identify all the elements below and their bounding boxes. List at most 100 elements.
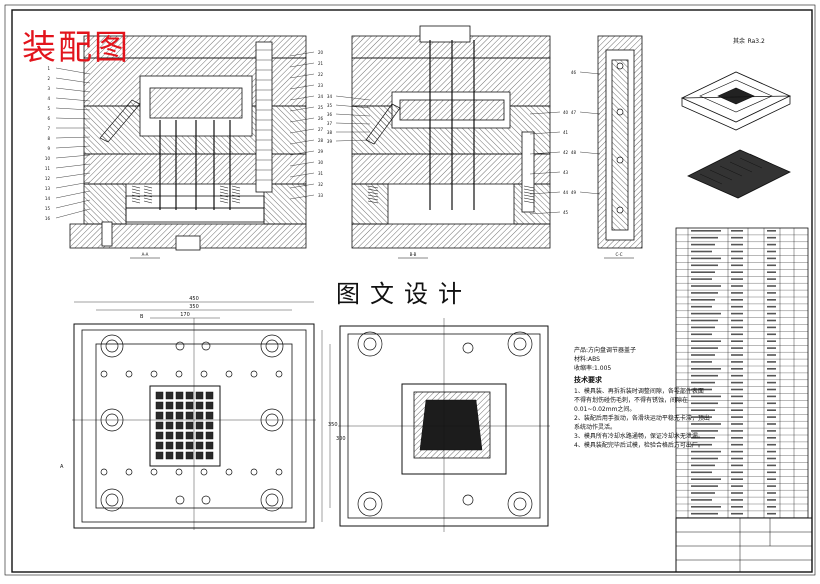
part-number: 41 [563,130,569,135]
bom-cell-mark [691,471,712,474]
part-number: 25 [318,105,324,110]
leader-line [55,97,91,102]
iso-product-window [717,87,755,105]
return-spring [143,185,153,189]
screw-hole [100,468,108,476]
part-number: 23 [318,83,324,88]
bb-spring [367,200,379,204]
leader-line [289,51,315,57]
leader-line [335,113,371,117]
core-insert [149,87,243,119]
cc-hole [616,156,624,164]
bom-cell-mark [691,464,715,467]
bom-cell-mark [731,395,743,398]
return-spring [231,191,241,195]
bom-cell-mark [731,312,743,315]
bom-cell-mark [731,443,743,446]
bom-cell-mark [691,512,718,515]
iso-rib [749,153,773,165]
part-number: 22 [318,72,324,77]
bom-cell-mark [691,250,712,253]
part-number: 46 [571,70,577,75]
screw-hole [200,468,208,476]
part-number: 27 [318,127,324,132]
plan2-bushing [507,491,533,517]
guide-bushing-inner [265,339,279,353]
bom-cell-mark [731,457,743,460]
bom-cell-mark [731,450,743,453]
leader-line [55,154,91,159]
return-spring [231,197,241,201]
part-number: 48 [571,150,577,155]
plan-cavity-cell [185,451,194,460]
bb-spring [367,185,379,189]
plan-cavity-cell [205,431,214,440]
bom-cell-mark [691,478,721,480]
bb-sprue-bushing [419,25,471,43]
iso-product-bottom [687,149,791,199]
leader-line [529,131,561,135]
bom-cell-mark [767,368,776,370]
leader-line [335,104,371,109]
section-label-bb: B-B [410,252,417,257]
plan-cavity-cell [165,431,174,440]
bom-cell-mark [691,278,712,280]
bom-cell-mark [731,230,743,232]
leader-line [335,122,371,125]
bom-cell-mark [767,478,776,480]
bom-cell-mark [691,340,721,342]
return-spring [143,191,153,195]
guide-bushing [100,334,124,358]
bom-cell-mark [767,416,776,418]
product-shrinkage: 收缩率:1.005 [574,365,612,372]
bom-cell-mark [691,409,715,411]
leader-line [55,136,91,139]
plan-cavity-cell [205,451,214,460]
screw-hole [125,370,133,378]
bom-cell-mark [767,485,776,487]
ejector-retainer-plate [125,195,265,209]
bom-cell-mark [691,395,721,398]
part-number: 30 [318,160,324,165]
ejector-plate [125,207,265,223]
bom-cell-mark [691,305,712,308]
bom-cell-mark [731,326,743,329]
iso-rib [739,157,763,169]
plan-cavity-cell [195,401,204,410]
leader-line [55,208,91,219]
bb-spacer-left [351,183,389,225]
plan-cavity-cell [205,411,214,420]
part-number: 40 [563,110,569,115]
bom-cell-mark [691,416,712,418]
leader-line [289,128,315,134]
product-material: 材料:ABS [574,356,600,363]
bom-cell-mark [731,250,743,253]
guide-bushing-inner [105,339,119,353]
screw-hole [225,468,233,476]
plan-cavity-cell [175,451,184,460]
leader-line [335,95,371,101]
section-marker-b: B [140,314,144,320]
return-spring [143,200,153,204]
part-number: 9 [47,146,50,151]
bom-cell-mark [767,243,776,246]
return-pin-hole [201,341,211,351]
bom-cell-mark [731,236,743,239]
bom-cell-mark [731,512,743,515]
bom-cell-mark [767,305,776,308]
plan-cavity-cell [165,441,174,450]
bom-cell-mark [691,388,712,391]
part-number: 5 [47,106,50,111]
bb-spring [523,194,535,198]
return-spring [131,191,141,195]
plan-cavity-cell [155,451,164,460]
part-number: 11 [45,166,51,171]
leader-line [55,163,91,169]
part-number: 49 [571,190,577,195]
plan-cavity-cell [185,421,194,430]
plan-cavity-cell [205,421,214,430]
plan2-bushing-inner [363,497,377,511]
part-number: 35 [327,103,333,108]
plan-cavity-cell [165,401,174,410]
